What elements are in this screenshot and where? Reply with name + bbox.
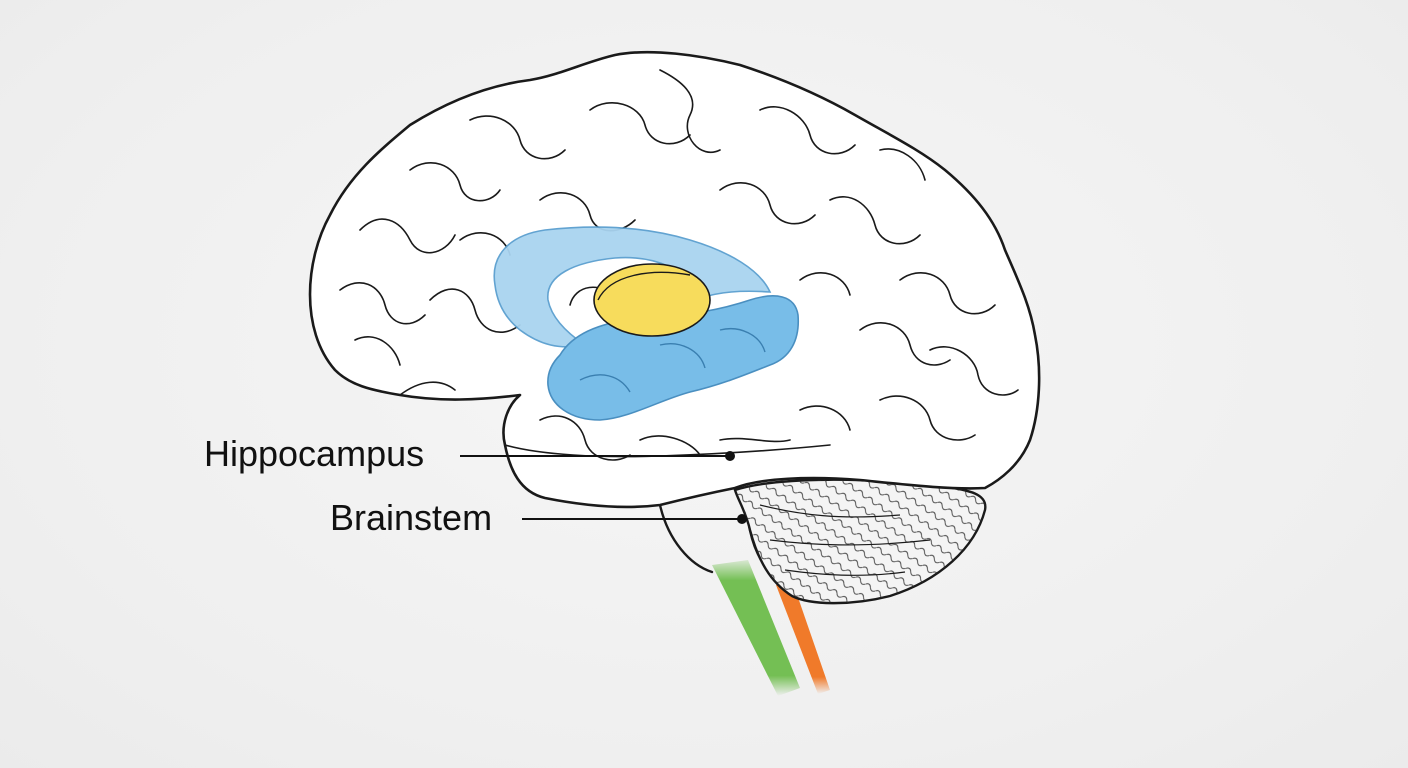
brainstem-label: Brainstem (330, 497, 493, 538)
label-leaders (460, 451, 747, 524)
hippocampus-leader-dot (725, 451, 735, 461)
brainstem-leader-dot (737, 514, 747, 524)
limbic-system (493, 226, 800, 421)
cerebellum (733, 478, 987, 605)
hippocampus-label: Hippocampus (204, 433, 425, 474)
thalamus-region (593, 263, 711, 337)
spinal-cord (712, 560, 830, 696)
